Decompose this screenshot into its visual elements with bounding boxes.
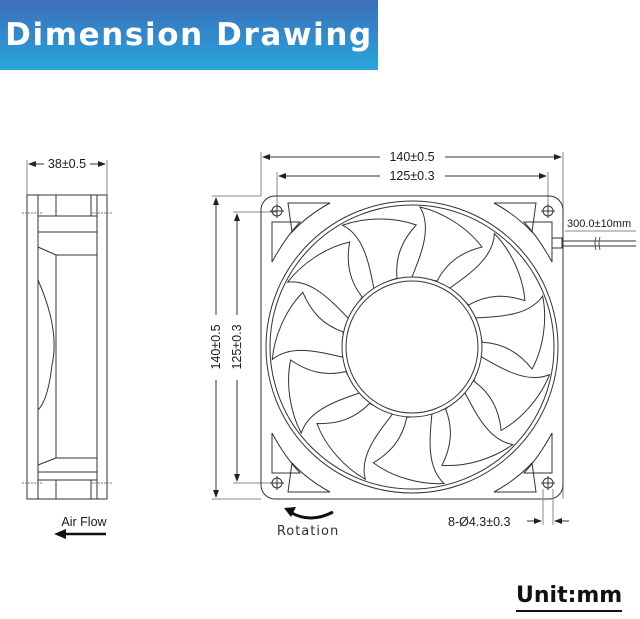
- height-hole-dimension: 125±0.3: [230, 324, 244, 369]
- unit-label: Unit:mm: [516, 584, 623, 612]
- rotation-label: Rotation: [277, 524, 339, 539]
- rotation-arrow-icon: [284, 507, 334, 520]
- mount-hole-icon: [270, 204, 555, 490]
- fan-blades: [259, 190, 569, 502]
- mount-hole-dimension: 8-Ø4.3±0.3: [448, 515, 510, 529]
- airflow-arrow-icon: [54, 529, 106, 539]
- depth-dimension: 38±0.5: [48, 157, 86, 171]
- width-hole-dimension: 125±0.3: [389, 169, 434, 183]
- front-view: [212, 152, 636, 502]
- airflow-label: Air Flow: [61, 515, 107, 529]
- cable-length-dimension: 300.0±10mm: [567, 218, 631, 230]
- banner-title: Dimension Drawing: [5, 17, 373, 53]
- height-outer-dimension: 140±0.5: [209, 324, 223, 369]
- width-outer-dimension: 140±0.5: [389, 150, 434, 164]
- title-banner: Dimension Drawing: [0, 0, 378, 70]
- side-view: [22, 160, 112, 500]
